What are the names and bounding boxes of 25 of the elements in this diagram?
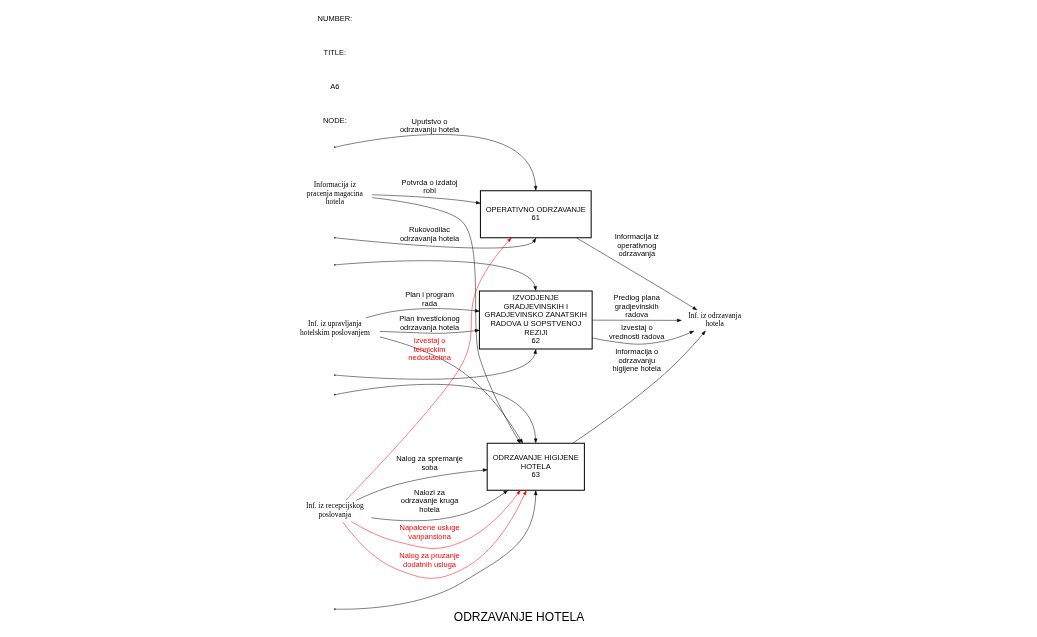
arrow — [350, 490, 520, 549]
arrow — [591, 330, 694, 345]
arrow — [370, 490, 508, 522]
arrow — [334, 134, 537, 191]
arrow — [379, 336, 523, 444]
arrow — [371, 194, 480, 205]
arrow — [334, 260, 537, 291]
node-text: Inf. iz recepcijskog poslovanja — [305, 501, 364, 519]
arrow — [334, 384, 537, 443]
node-text: Inf. iz upravljanja hotelskim poslovanjem — [299, 319, 370, 337]
arrow — [334, 490, 537, 610]
arrow — [344, 237, 512, 501]
node-text: Informacija iz pracenja magacina hotela — [306, 180, 363, 207]
arrow — [572, 330, 706, 444]
diagram-title: ODRZAVANJE HOTELA — [453, 610, 584, 625]
arrow — [341, 490, 526, 579]
arrow — [575, 237, 697, 311]
node-text: Inf. iz odrzavanja hotela — [687, 310, 741, 329]
arrow — [591, 318, 682, 323]
arrow — [334, 349, 537, 380]
arrow — [379, 329, 479, 334]
arrow — [334, 237, 536, 249]
arrow — [364, 308, 479, 319]
arrow — [355, 468, 487, 501]
arrow — [371, 197, 520, 444]
